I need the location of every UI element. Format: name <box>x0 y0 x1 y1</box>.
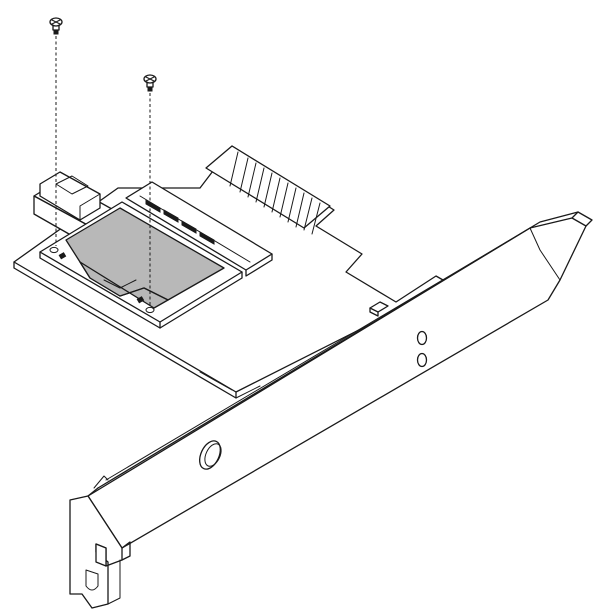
board-led <box>369 301 389 317</box>
pcie-edge-connector <box>205 145 331 235</box>
mounting-bracket <box>69 211 593 609</box>
m2-module <box>39 201 243 329</box>
screw-right <box>143 74 157 306</box>
screw-left <box>49 17 63 246</box>
m2-slot-connector <box>125 181 273 277</box>
